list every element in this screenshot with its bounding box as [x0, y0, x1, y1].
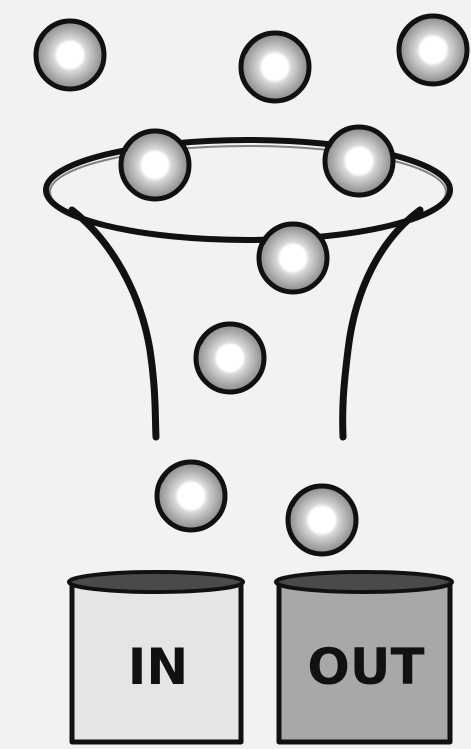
ball: [241, 33, 309, 101]
funnel: [46, 140, 450, 437]
ball: [196, 324, 264, 392]
bin-in-lid: [69, 572, 243, 592]
ball: [121, 131, 189, 199]
bin-in-label: IN: [128, 638, 188, 696]
bin-out-label: OUT: [307, 638, 424, 696]
funnel-left-wall: [72, 210, 156, 437]
ball: [325, 127, 393, 195]
balls: [36, 16, 467, 554]
ball: [36, 21, 104, 89]
bin-out-lid: [276, 572, 452, 592]
bin-in: IN: [69, 572, 243, 742]
ball: [259, 224, 327, 292]
ball: [157, 462, 225, 530]
ball: [288, 486, 356, 554]
bin-out: OUT: [276, 572, 452, 742]
ball: [399, 16, 467, 84]
funnel-right-wall: [343, 210, 420, 437]
